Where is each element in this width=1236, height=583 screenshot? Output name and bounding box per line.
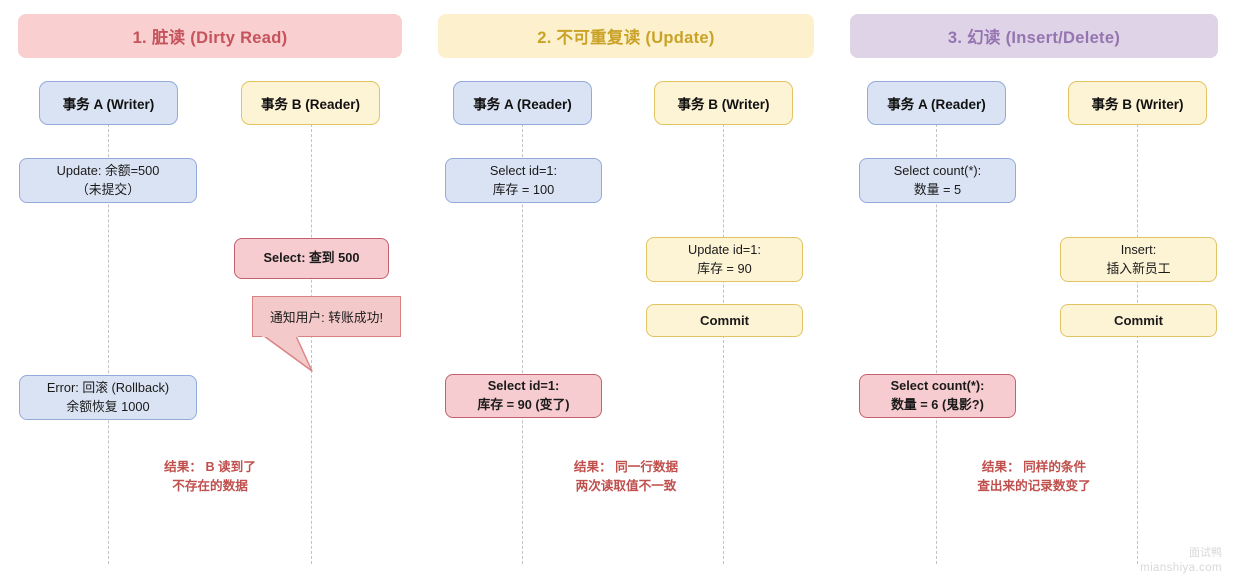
watermark-en: mianshiya.com bbox=[1140, 561, 1222, 574]
message-box[interactable]: Commit bbox=[646, 304, 803, 337]
message-line-2: 库存 = 100 bbox=[492, 181, 555, 197]
lifeline-actor-b bbox=[311, 124, 312, 564]
message-line-2: 数量 = 6 (鬼影?) bbox=[891, 397, 984, 412]
message-box[interactable]: Select id=1: 库存 = 100 bbox=[445, 158, 602, 203]
result-line-2: 两次读取值不一致 bbox=[575, 478, 677, 493]
result-line-1: 结果： B 读到了 bbox=[164, 460, 256, 474]
message-box-highlight[interactable]: Select: 查到 500 bbox=[234, 238, 389, 279]
message-line-2: 数量 = 5 bbox=[913, 181, 962, 197]
message-line-1: Update id=1: bbox=[688, 241, 761, 257]
message-line-1: Error: 回滚 (Rollback) bbox=[46, 379, 170, 395]
panel-header-non-repeatable-read: 2. 不可重复读 (Update) bbox=[438, 14, 814, 58]
result-line-1: 结果： 同一行数据 bbox=[573, 460, 679, 474]
actor-a-dirty-read[interactable]: 事务 A (Writer) bbox=[39, 81, 178, 125]
message-box[interactable]: Insert: 插入新员工 bbox=[1060, 237, 1217, 282]
message-line-2: 余额恢复 1000 bbox=[66, 398, 150, 414]
message-line-1: Update: 余额=500 bbox=[56, 162, 160, 178]
panel-non-repeatable-read: 2. 不可重复读 (Update) 事务 A (Reader) 事务 B (Wr… bbox=[420, 0, 832, 583]
message-box[interactable]: Select count(*): 数量 = 5 bbox=[859, 158, 1016, 203]
message-box[interactable]: Commit bbox=[1060, 304, 1217, 337]
result-note-non-repeatable-read: 结果： 同一行数据 两次读取值不一致 bbox=[420, 458, 832, 496]
message-line-1: Commit bbox=[699, 312, 750, 328]
lifeline-actor-a bbox=[108, 124, 109, 564]
actor-a-non-repeatable-read[interactable]: 事务 A (Reader) bbox=[453, 81, 592, 125]
result-line-2: 查出来的记录数变了 bbox=[977, 478, 1091, 493]
message-line-1: Commit bbox=[1113, 312, 1164, 328]
watermark-cn: 面试鸭 bbox=[1189, 546, 1222, 559]
message-box[interactable]: Error: 回滚 (Rollback) 余额恢复 1000 bbox=[19, 375, 197, 420]
result-note-dirty-read: 结果： B 读到了 不存在的数据 bbox=[0, 458, 420, 496]
panel-dirty-read: 1. 脏读 (Dirty Read) 事务 A (Writer) 事务 B (R… bbox=[0, 0, 420, 583]
message-line-1: Select id=1: bbox=[489, 162, 558, 178]
message-line-1: Select count(*): bbox=[893, 162, 982, 178]
actor-a-phantom-read[interactable]: 事务 A (Reader) bbox=[867, 81, 1006, 125]
actor-b-phantom-read[interactable]: 事务 B (Writer) bbox=[1068, 81, 1207, 125]
lifeline-actor-b bbox=[723, 124, 724, 564]
message-line-1: Select count(*): bbox=[890, 378, 985, 394]
speech-bubble-text: 通知用户: 转账成功! bbox=[269, 310, 384, 325]
message-line-2: 插入新员工 bbox=[1106, 260, 1171, 276]
panel-phantom-read: 3. 幻读 (Insert/Delete) 事务 A (Reader) 事务 B… bbox=[832, 0, 1236, 583]
watermark: 面试鸭 mianshiya.com bbox=[1140, 547, 1222, 575]
panel-header-phantom-read: 3. 幻读 (Insert/Delete) bbox=[850, 14, 1218, 58]
message-box[interactable]: Update id=1: 库存 = 90 bbox=[646, 237, 803, 282]
result-line-1: 结果： 同样的条件 bbox=[981, 460, 1087, 474]
message-box-highlight[interactable]: Select count(*): 数量 = 6 (鬼影?) bbox=[859, 374, 1016, 418]
message-line-2: 库存 = 90 bbox=[697, 260, 752, 276]
message-box[interactable]: Update: 余额=500 （未提交） bbox=[19, 158, 197, 203]
lifeline-actor-a bbox=[522, 124, 523, 564]
panel-header-dirty-read: 1. 脏读 (Dirty Read) bbox=[18, 14, 402, 58]
actor-b-dirty-read[interactable]: 事务 B (Reader) bbox=[241, 81, 380, 125]
message-line-1: Select: 查到 500 bbox=[263, 250, 360, 266]
speech-bubble-notify[interactable]: 通知用户: 转账成功! bbox=[252, 296, 401, 337]
result-line-2: 不存在的数据 bbox=[172, 478, 248, 493]
message-line-2: 库存 = 90 (变了) bbox=[477, 397, 570, 412]
message-line-1: Insert: bbox=[1120, 241, 1157, 257]
message-line-1: Select id=1: bbox=[487, 378, 560, 394]
lifeline-actor-b bbox=[1137, 124, 1138, 564]
message-box-highlight[interactable]: Select id=1: 库存 = 90 (变了) bbox=[445, 374, 602, 418]
actor-b-non-repeatable-read[interactable]: 事务 B (Writer) bbox=[654, 81, 793, 125]
result-note-phantom-read: 结果： 同样的条件 查出来的记录数变了 bbox=[832, 458, 1236, 496]
message-line-2: （未提交） bbox=[76, 181, 140, 197]
lifeline-actor-a bbox=[936, 124, 937, 564]
